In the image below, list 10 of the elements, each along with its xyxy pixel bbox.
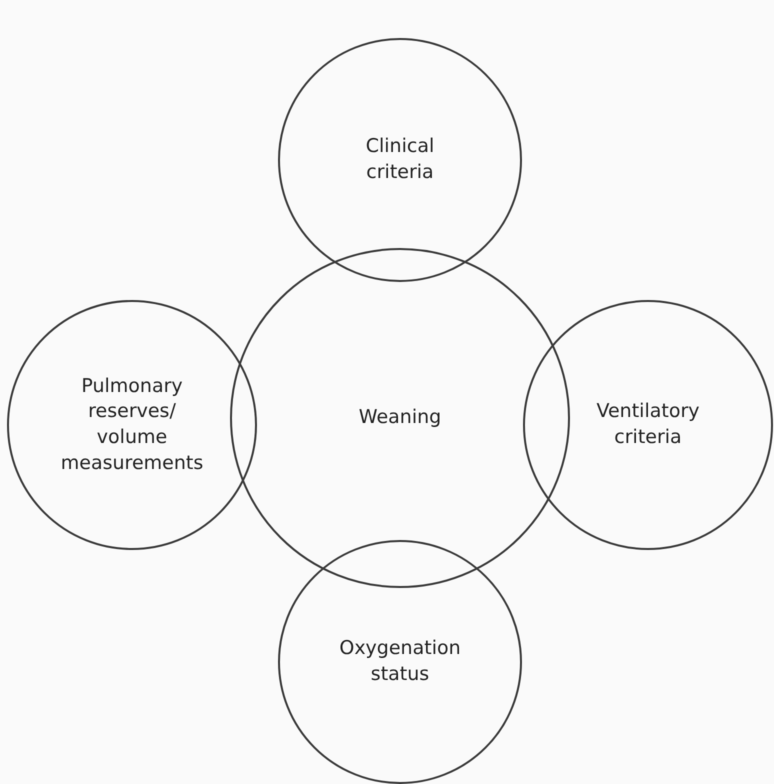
node-label: Oxygenation status — [338, 636, 462, 687]
circle-node — [278, 540, 522, 784]
node-label: Weaning — [358, 405, 442, 430]
node-label: Pulmonary reserves/ volume measurements — [60, 374, 204, 476]
node-label: Ventilatory criteria — [595, 399, 701, 450]
circle-node — [523, 300, 773, 550]
circle-node — [230, 248, 570, 588]
circle-node — [278, 38, 522, 282]
node-label: Clinical criteria — [364, 134, 436, 185]
circle-node — [7, 300, 257, 550]
